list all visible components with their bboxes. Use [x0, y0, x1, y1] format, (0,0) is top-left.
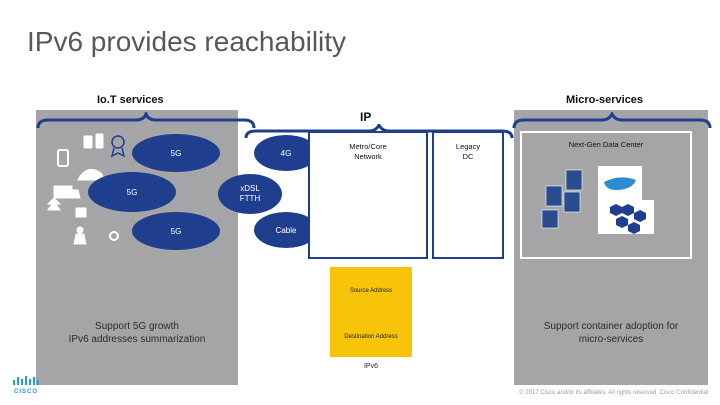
ipv6-packet — [330, 267, 412, 357]
copyright-footer: © 2017 Cisco and/or its affiliates. All … — [519, 390, 708, 396]
legacy-label-line1: Legacy — [455, 142, 481, 151]
micro-services-brace — [512, 112, 712, 129]
ip-header: IP — [360, 110, 372, 124]
legacy-dc-label: Legacy DC — [432, 142, 504, 162]
iot-brace — [36, 112, 256, 129]
gear-icon — [109, 231, 119, 241]
5g-ellipse-bottom: 5G — [132, 212, 220, 250]
metro-core-network-box — [308, 131, 428, 259]
micro-services-caption: Support container adoption for micro-ser… — [514, 320, 708, 346]
tree-icon — [46, 197, 62, 211]
metro-core-label-line2: Network — [354, 152, 382, 162]
cable-ellipse: Cable — [254, 212, 318, 248]
person-icon — [76, 226, 84, 234]
xdsl-label: xDSL — [240, 183, 260, 193]
battery-icon — [95, 133, 104, 149]
ftth-label: FTTH — [239, 194, 261, 203]
cisco-logo-icon — [13, 376, 39, 385]
iot-device-icons — [46, 133, 126, 245]
iot-caption-line2: IPv6 addresses summarization — [68, 334, 206, 345]
truck-icon — [53, 185, 81, 199]
4g-ellipse: 4G — [254, 135, 318, 171]
5g-ellipse-top: 5G — [132, 134, 220, 172]
micro-caption-line2: micro-services — [578, 334, 644, 345]
next-gen-dc-box — [520, 131, 692, 259]
iot-services-header: Io.T services — [97, 94, 164, 106]
xdsl-ftth-ellipse: xDSL FTTH — [218, 174, 282, 214]
iot-caption: Support 5G growth IPv6 addresses summari… — [36, 320, 238, 346]
cisco-logo-text: CISCO — [14, 389, 39, 395]
metro-core-network-label: Metro/Core Network — [318, 142, 418, 162]
5g-ellipse-middle: 5G — [88, 172, 176, 212]
lock-icon — [75, 207, 87, 218]
page-title: IPv6 provides reachability — [27, 26, 347, 57]
metro-core-label-line1: Metro/Core — [349, 142, 387, 151]
legacy-dc-box — [432, 131, 504, 259]
legacy-label-line2: DC — [462, 152, 474, 162]
micro-services-header: Micro-services — [566, 94, 644, 106]
next-gen-dc-label: Next-Gen Data Center — [568, 140, 644, 149]
data-center-graphics — [541, 166, 654, 234]
hexagon-container-icon — [610, 204, 622, 216]
ip-brace — [244, 124, 514, 139]
phone-icon — [57, 149, 69, 167]
award-icon — [111, 135, 125, 149]
destination-address-label: Destination Address — [344, 334, 398, 340]
ipv6-label: IPv6 — [363, 363, 378, 370]
clipboard-icon — [83, 135, 93, 149]
iot-caption-line1: Support 5G growth — [95, 321, 179, 332]
micro-services-panel — [514, 110, 708, 385]
server-stack-icon — [565, 169, 583, 191]
micro-caption-line1: Support container adoption for — [543, 321, 679, 332]
source-address-label: Source Address — [349, 288, 393, 294]
